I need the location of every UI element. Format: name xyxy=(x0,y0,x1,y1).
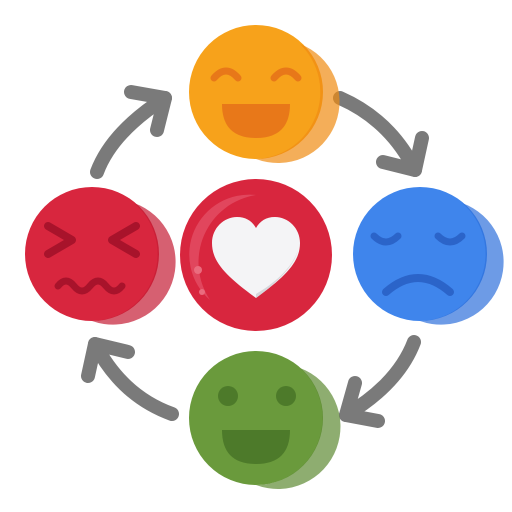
arrow-right-to-bottom xyxy=(339,335,421,428)
arrow-bottom-to-left xyxy=(81,337,179,421)
happy-face-icon xyxy=(189,25,340,164)
cycle-arrows xyxy=(81,85,429,428)
angry-face-icon xyxy=(25,187,176,325)
smiling-face-icon xyxy=(189,351,341,489)
sad-face-icon xyxy=(353,187,504,325)
arrow-left-to-top xyxy=(90,85,172,179)
arrow-top-to-right xyxy=(333,91,429,177)
heart-icon xyxy=(180,179,332,331)
